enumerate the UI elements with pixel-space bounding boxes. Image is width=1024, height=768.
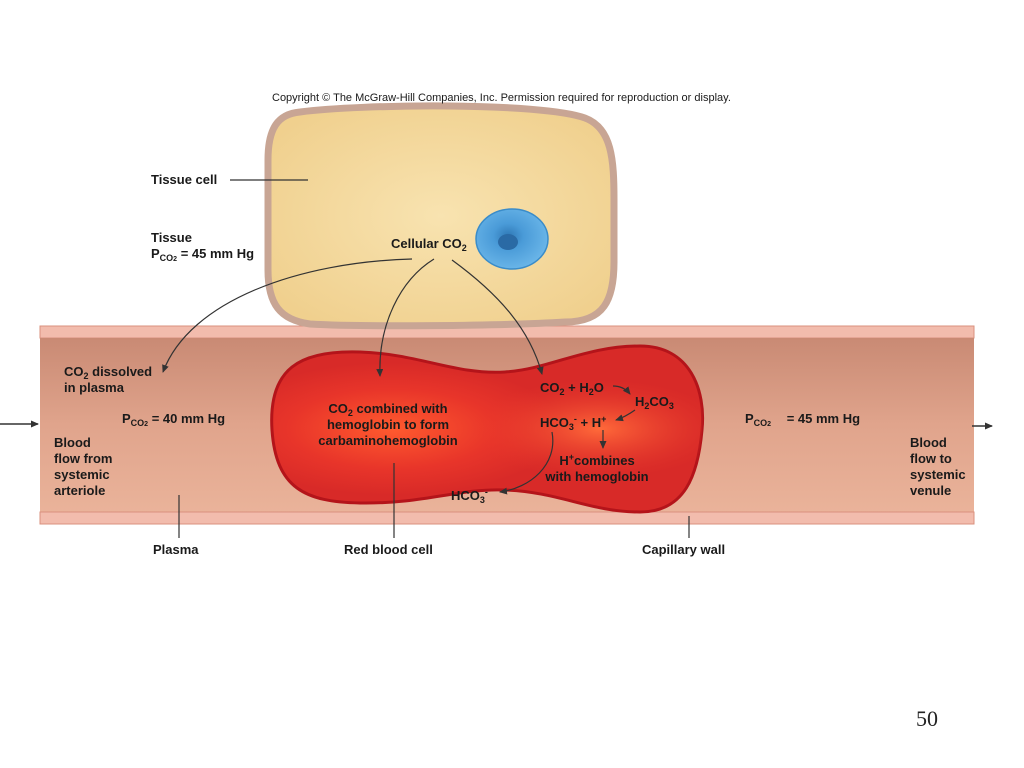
red-blood-cell <box>270 344 705 514</box>
tissue-pco2: PCO2 = 45 mm Hg <box>151 246 255 263</box>
nucleolus-icon <box>498 234 518 250</box>
hco3-label: HCO3- <box>451 487 488 505</box>
co2-to-rbc-arrow <box>376 258 435 377</box>
h2co3-label: H2CO3 <box>635 394 674 411</box>
tissue-label: Tissue PCO2 = 45 mm Hg <box>151 230 255 263</box>
h2co3-to-hco3-arrow <box>615 409 636 422</box>
co2-dissolved-label: CO2 dissolved in plasma <box>64 364 153 395</box>
red-blood-cell-label: Red blood cell <box>344 542 433 557</box>
capillary-wall-bottom <box>39 511 975 525</box>
h2o-to-h2co3-arrow <box>612 385 631 395</box>
slide-number: 50 <box>916 706 938 731</box>
co2-h2o-equation: CO2 + H2O <box>540 380 604 397</box>
flow-arrows <box>0 420 993 430</box>
co2-to-reaction-arrow <box>451 259 544 375</box>
tissue-cell <box>264 102 618 330</box>
hco3-out-arrow <box>499 431 554 495</box>
plasma-label: Plasma <box>153 542 199 557</box>
tissue-cell-label: Tissue cell <box>151 172 218 187</box>
copyright-notice: Copyright © The McGraw-Hill Companies, I… <box>272 92 731 104</box>
co2-to-plasma-arrow <box>162 258 413 373</box>
cellular-co2-label: Cellular CO2 <box>391 236 467 253</box>
leader-lines <box>178 179 690 538</box>
carbaminohemoglobin-label: CO2 combined with hemoglobin to form car… <box>318 401 458 448</box>
hplus-combines-label: H+combines with hemoglobin <box>545 452 649 485</box>
hco3-h-equation: HCO3- + H+ <box>540 414 607 432</box>
blood-flow-from-label: Blood flow from systemic arteriole <box>54 435 113 498</box>
tissue-cell-body <box>264 102 618 330</box>
reaction-arrows <box>162 258 636 495</box>
blood-flow-to-label: Blood flow to systemic venule <box>910 435 966 498</box>
capillary-wall-label: Capillary wall <box>642 542 726 557</box>
plasma-pco2-label: PCO2 = 40 mm Hg <box>122 411 226 428</box>
venule-pco2-label: PCO2 = 45 mm Hg <box>745 411 861 428</box>
